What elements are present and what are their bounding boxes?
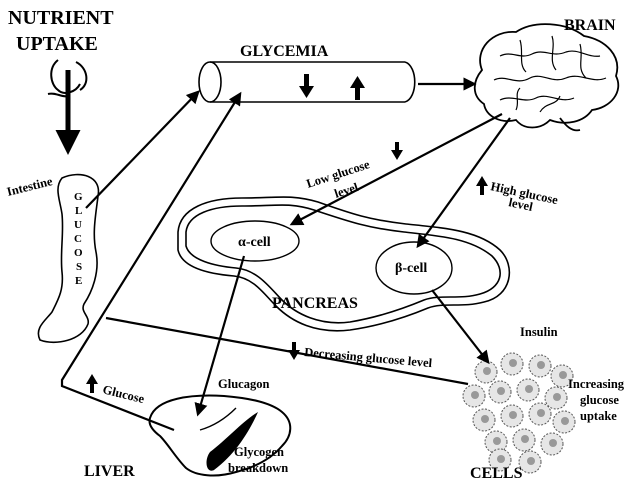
cells-feedback-line [106,318,468,384]
increasing-label-line3: uptake [580,409,617,423]
cell-nucleus-icon [549,439,557,447]
cell-nucleus-icon [559,371,567,379]
intestine-label: Intestine [5,174,54,199]
glycemia-up-arrow-icon [350,76,365,100]
pancreas-label: PANCREAS [272,295,358,312]
glycogen-label-line1: Glycogen [234,445,284,459]
glucose-letter: G [74,191,83,203]
intestine-shape [38,175,98,343]
cell-nucleus-icon [471,391,479,399]
cell-nucleus-icon [509,359,517,367]
glucose-label: Glucose [101,382,146,406]
glucose-up-arrow-icon [86,374,98,393]
beta-cell-label: β-cell [395,261,427,276]
insulin-label: Insulin [520,325,558,339]
cells-cluster-icon [463,353,575,473]
brain-label: BRAIN [564,17,616,34]
intestine-to-glycemia-arrow [86,92,198,208]
glycemia-label: GLYCEMIA [240,43,329,60]
increasing-label-line1: Increasing [568,377,625,391]
beta-cell-to-cells-arrow [432,290,488,362]
glucose-letter: U [74,219,82,231]
nutrient-uptake-title-line1: NUTRIENT [8,7,114,29]
low-glucose-down-arrow-icon [391,142,403,160]
glucose-letter: C [74,233,82,245]
cell-nucleus-icon [481,415,489,423]
brain-to-alpha-cell-arrow [292,114,502,224]
cell-nucleus-icon [493,437,501,445]
cell-nucleus-icon [521,435,529,443]
glycemia-down-arrow-icon [299,74,314,98]
glucose-vertical-label: G L U C O S E [74,191,83,287]
increasing-label-line2: glucose [580,393,619,407]
brain-icon [475,24,619,130]
cell-nucleus-icon [525,385,533,393]
cell-nucleus-icon [561,417,569,425]
cell-nucleus-icon [527,457,535,465]
cell-nucleus-icon [509,411,517,419]
glucagon-label: Glucagon [218,377,269,391]
cells-label: CELLS [470,465,523,482]
glucose-letter: O [74,247,83,259]
high-glucose-up-arrow-icon [476,176,488,195]
cell-nucleus-icon [537,409,545,417]
cell-nucleus-icon [497,455,505,463]
nutrient-uptake-title-line2: UPTAKE [16,33,98,55]
glucose-letter: L [75,205,82,217]
glycogen-label-line2: breakdown [228,461,288,475]
cell-nucleus-icon [497,387,505,395]
glucose-letter: E [75,275,82,287]
liver-label: LIVER [84,463,135,480]
cell-nucleus-icon [537,361,545,369]
glucose-letter: S [76,261,82,273]
alpha-cell-label: α-cell [238,235,271,250]
cell-nucleus-icon [483,367,491,375]
cell-nucleus-icon [553,393,561,401]
